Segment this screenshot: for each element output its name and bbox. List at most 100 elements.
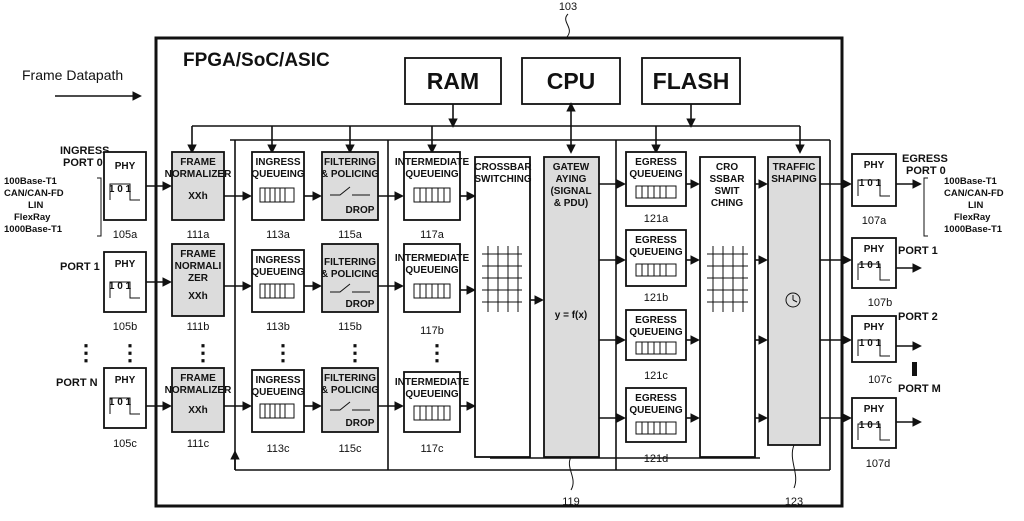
datapath-label: Frame Datapath (22, 67, 123, 83)
svg-text:121d: 121d (644, 453, 668, 465)
svg-text:PHY: PHY (115, 259, 136, 270)
svg-text:FlexRay: FlexRay (954, 212, 991, 223)
egress-queue-d: EGRESS QUEUEING 121d (625, 387, 687, 465)
svg-text:CAN/CAN-FD: CAN/CAN-FD (944, 188, 1004, 199)
phy-in-b: PHY 1 0 1 105b (103, 251, 147, 333)
svg-text:CAN/CAN-FD: CAN/CAN-FD (4, 188, 64, 199)
svg-text:FRAME: FRAME (180, 157, 216, 168)
svg-text:& POLICING: & POLICING (321, 269, 380, 280)
egress-port0-line1: EGRESS (902, 153, 948, 165)
svg-text:121c: 121c (644, 370, 668, 382)
svg-text:1 0 1: 1 0 1 (859, 338, 882, 349)
svg-text:113b: 113b (266, 321, 290, 333)
egress-portm: PORT M (898, 383, 941, 395)
egress-queue-a: EGRESS QUEUEING 121a (625, 151, 687, 225)
svg-text:INGRESS: INGRESS (255, 375, 300, 386)
svg-text:LIN: LIN (28, 200, 43, 211)
svg-text:115a: 115a (338, 229, 363, 241)
svg-text:1000Base-T1: 1000Base-T1 (4, 224, 63, 235)
egress-queue-c: EGRESS QUEUEING 121c (625, 309, 687, 382)
crossbar-matrix (482, 246, 522, 312)
svg-text:QUEUEING: QUEUEING (629, 247, 683, 258)
egress-protocols: 100Base-T1 CAN/CAN-FD LIN FlexRay 1000Ba… (923, 176, 1004, 237)
svg-text:1 0 1: 1 0 1 (859, 178, 882, 189)
crossbar-label-1: CROSSBAR (474, 162, 532, 173)
svg-text:PHY: PHY (115, 161, 136, 172)
timer-icon (785, 292, 801, 308)
ingress-queue-b: INGRESS QUEUEING 113b (251, 249, 305, 333)
svg-text:PHY: PHY (115, 375, 136, 386)
flash-box (641, 57, 741, 105)
ellipsis-6: ⋮ (426, 340, 448, 365)
svg-text:113a: 113a (266, 229, 291, 241)
svg-text:117a: 117a (420, 229, 445, 241)
crossbar2-label-3: SWIT (715, 186, 740, 197)
svg-text:111b: 111b (187, 321, 210, 333)
intermediate-c: INTERMEDIATE QUEUEING 117c (395, 371, 470, 455)
phy-out-b: PHY 1 0 1 107b (851, 237, 897, 309)
ingress-queue-a: INGRESS QUEUEING 113a (251, 151, 305, 241)
ellipsis-2: ⋮ (119, 340, 141, 365)
gateway-label-3: (SIGNAL (550, 186, 591, 197)
ellipsis-5: ⋮ (344, 340, 366, 365)
ref-leader-103 (565, 13, 570, 39)
svg-text:1 0 1: 1 0 1 (109, 184, 132, 195)
svg-text:& POLICING: & POLICING (321, 385, 380, 396)
svg-text:PHY: PHY (864, 160, 885, 171)
svg-text:115b: 115b (338, 321, 362, 333)
svg-text:INGRESS: INGRESS (255, 157, 300, 168)
svg-text:107c: 107c (868, 374, 892, 386)
chip-boundary (154, 36, 844, 508)
svg-text:105c: 105c (113, 438, 137, 450)
svg-text:EGRESS: EGRESS (635, 235, 677, 246)
phy-out-d: PHY 1 0 1 107d (851, 397, 897, 470)
svg-text:INGRESS: INGRESS (255, 255, 300, 266)
svg-text:INTERMEDIATE: INTERMEDIATE (395, 157, 470, 168)
phy-out-c: PHY 1 0 1 107c (851, 315, 897, 386)
svg-text:1 0 1: 1 0 1 (859, 420, 882, 431)
svg-text:100Base-T1: 100Base-T1 (4, 176, 58, 187)
ram-label: RAM (427, 68, 479, 94)
ingress-port1: PORT 1 (60, 261, 100, 273)
crossbar2-label-1: CRO (716, 162, 738, 173)
svg-text:QUEUEING: QUEUEING (405, 169, 459, 180)
egress-port2: PORT 2 (898, 311, 938, 323)
svg-text:105a: 105a (113, 229, 138, 241)
svg-text:QUEUEING: QUEUEING (629, 327, 683, 338)
svg-text:QUEUEING: QUEUEING (251, 267, 305, 278)
flash-label: FLASH (653, 68, 730, 94)
ref-123: 123 (785, 496, 803, 508)
svg-text:LIN: LIN (968, 200, 983, 211)
svg-text:NORMALIZER: NORMALIZER (165, 385, 232, 396)
ingress-port0-line1: INGRESS (60, 145, 110, 157)
figure-ref-103: 103 (559, 1, 577, 13)
normalizer-b: FRAME NORMALI ZER XXh 111b (171, 243, 225, 333)
svg-text:107a: 107a (862, 215, 887, 227)
svg-text:DROP: DROP (346, 205, 375, 216)
svg-text:PHY: PHY (864, 244, 885, 255)
phy-out-a: PHY 1 0 1 107a (851, 153, 897, 227)
svg-text:117b: 117b (420, 325, 444, 337)
filtering-b: FILTERING & POLICING DROP 115b (321, 243, 380, 333)
normalizer-a: FRAME NORMALIZER XXh 111a (165, 151, 232, 241)
svg-text:QUEUEING: QUEUEING (629, 405, 683, 416)
svg-text:XXh: XXh (188, 191, 207, 202)
traffic-shaping-label-2: SHAPING (771, 174, 817, 185)
intermediate-b: INTERMEDIATE QUEUEING 117b (395, 243, 469, 337)
filtering-a: FILTERING & POLICING DROP 115a (321, 151, 379, 241)
svg-text:NORMALIZER: NORMALIZER (165, 169, 232, 180)
svg-text:107b: 107b (868, 297, 892, 309)
svg-text:PHY: PHY (864, 404, 885, 415)
cpu-label: CPU (547, 68, 596, 94)
svg-text:INTERMEDIATE: INTERMEDIATE (395, 377, 470, 388)
svg-text:QUEUEING: QUEUEING (629, 169, 683, 180)
chip-title: FPGA/SoC/ASIC (183, 50, 330, 71)
gateway-label-4: & PDU) (554, 198, 588, 209)
svg-text:100Base-T1: 100Base-T1 (944, 176, 998, 187)
svg-text:FILTERING: FILTERING (324, 373, 376, 384)
svg-text:105b: 105b (113, 321, 137, 333)
egress-separator (912, 362, 917, 376)
svg-text:121a: 121a (644, 213, 669, 225)
crossbar2-block (699, 156, 756, 458)
ellipsis-4: ⋮ (272, 340, 294, 365)
